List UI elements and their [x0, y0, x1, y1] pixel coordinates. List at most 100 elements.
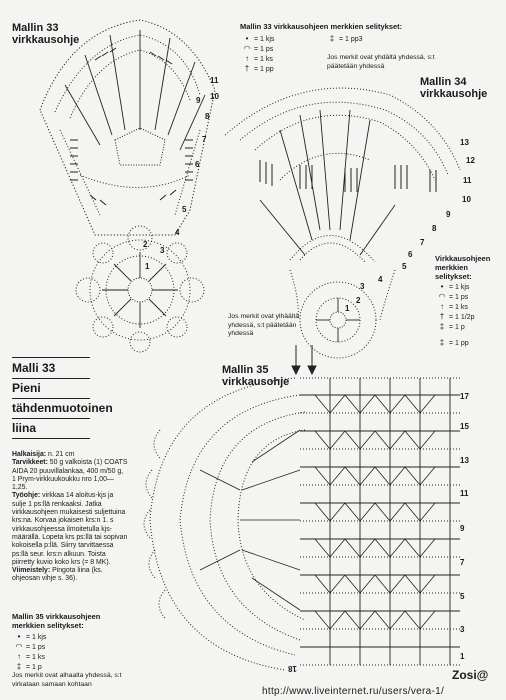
mallin34-title: Mallin 34	[420, 76, 467, 88]
legend34-item: ◠= 1 ps	[435, 292, 475, 302]
slip-stitch-icon: ◠	[438, 292, 446, 301]
pattern-title-line: liina	[12, 421, 37, 435]
legend33-item: ◠= 1 ps	[240, 44, 274, 54]
mallin35-title: Mallin 35	[222, 364, 269, 376]
legend35-note: Jos merkit ovat alhaalta yhdessä, s:t vi…	[12, 672, 122, 688]
single-crochet-icon: ↑	[17, 652, 21, 661]
row-number-33-3: 3	[160, 246, 165, 255]
divider	[12, 357, 90, 358]
signature: Zosi@	[452, 668, 489, 682]
paragraph-label: Työohje:	[12, 492, 41, 500]
pattern-paragraph: Halkaisija: n. 21 cm	[12, 451, 128, 459]
row-number-35-17: 17	[460, 392, 469, 401]
row-number-35-18: 18	[288, 664, 297, 673]
row-number-33-1: 1	[145, 262, 150, 271]
legend35-item: ◠= 1 ps	[12, 642, 46, 652]
legend34-item: ↑= 1 ks	[435, 302, 475, 312]
legend34-title: Virkkausohjeen merkkien selitykset:	[435, 254, 491, 281]
chain-stitch-icon: •	[245, 34, 249, 43]
legend35-item: ↑= 1 ks	[12, 652, 46, 662]
row-number-35-3: 3	[460, 625, 465, 634]
row-number-33-8: 8	[205, 112, 210, 121]
row-number-34-13: 13	[460, 138, 469, 147]
row-number-34-7: 7	[420, 238, 425, 247]
row-number-34-8: 8	[432, 224, 437, 233]
mallin34-subtitle: virkkausohje	[420, 88, 488, 100]
legend33-list: •= 1 kjs ◠= 1 ps ↑= 1 ks †= 1 pp	[240, 34, 275, 74]
slip-stitch-icon: ◠	[15, 642, 23, 651]
row-number-34-4: 4	[378, 275, 383, 284]
row-number-34-10: 10	[462, 195, 471, 204]
legend34-item: ‡= 1 pp	[435, 338, 475, 348]
source-url-watermark[interactable]: http://www.liveinternet.ru/users/vera-1/	[262, 686, 445, 697]
row-number-33-2: 2	[143, 240, 148, 249]
single-crochet-icon: ↑	[440, 302, 444, 311]
pattern-instructions: Halkaisija: n. 21 cm Tarvikkeet: 50 g va…	[12, 451, 128, 584]
legend33-title: Mallin 33 virkkausohjeen merkkien selity…	[240, 22, 403, 31]
paragraph-label: Viimeistely:	[12, 567, 51, 575]
legend33-item: ↑= 1 ks	[240, 54, 274, 64]
paragraph-text: n. 21 cm	[46, 451, 75, 458]
row-number-35-15: 15	[460, 422, 469, 431]
paragraph-label: Tarvikkeet:	[12, 459, 48, 467]
row-number-33-10: 10	[210, 92, 219, 101]
mallin34-header: Mallin 34 virkkausohje	[420, 76, 487, 100]
mallin33-subtitle: virkkausohje	[12, 34, 80, 46]
legend34-list: •= 1 kjs ◠= 1 ps ↑= 1 ks †= 1 1/2p ‡= 1 …	[435, 282, 475, 348]
paragraph-text: Pingota liina (ks. ohjeosan vihje s. 36)…	[12, 567, 103, 583]
divider	[12, 378, 90, 379]
row-number-35-7: 7	[460, 558, 465, 567]
legend33-item: †= 1 pp	[240, 64, 274, 74]
mallin35-header: Mallin 35 virkkausohje	[222, 364, 289, 388]
row-number-34-12: 12	[466, 156, 475, 165]
divider	[12, 398, 90, 399]
legend34-item: †= 1 1/2p	[435, 312, 475, 322]
divider	[12, 418, 90, 419]
pattern-title-line: tähdenmuotoinen	[12, 401, 113, 415]
row-number-34-9: 9	[446, 210, 451, 219]
mallin35-subtitle: virkkausohje	[222, 376, 290, 388]
double-treble-icon: †	[244, 64, 250, 73]
row-number-35-9: 9	[460, 524, 465, 533]
paragraph-label: Halkaisija:	[12, 451, 47, 458]
row-number-33-6: 6	[195, 160, 200, 169]
row-number-35-5: 5	[460, 592, 465, 601]
single-crochet-icon: ↑	[245, 54, 249, 63]
legend35-list: •= 1 kjs ◠= 1 ps ↑= 1 ks ‡= 1 p	[12, 632, 47, 672]
combined-stitches-note: Jos merkit ovat ylhäältä yhdessä, s:t pä…	[228, 313, 300, 337]
row-number-34-5: 5	[402, 262, 407, 271]
mallin33-header: Mallin 33 virkkausohje	[12, 22, 79, 46]
row-number-35-13: 13	[460, 456, 469, 465]
legend35-item: ‡= 1 p	[12, 662, 46, 672]
row-number-33-4: 4	[175, 228, 180, 237]
legend34-item: •= 1 kjs	[435, 282, 475, 292]
row-number-34-3: 3	[360, 282, 365, 291]
row-number-34-1: 1	[345, 304, 350, 313]
row-number-33-5: 5	[182, 205, 187, 214]
pattern-paragraph: Työohje: virkkaa 14 aloitus-kjs ja sulje…	[12, 492, 128, 567]
row-number-34-2: 2	[356, 296, 361, 305]
triple-crochet-icon: ‡	[329, 34, 335, 43]
mallin33-title: Mallin 33	[12, 22, 59, 34]
legend34-item: ‡= 1 p	[435, 322, 475, 332]
row-number-33-9: 9	[196, 96, 201, 105]
legend33-note: Jos merkit ovat yhdältä yhdessä, s:t pää…	[327, 54, 435, 70]
pattern-title-block: Malli 33 Pieni tähdenmuotoinen liina	[12, 357, 113, 439]
pattern-title-line: Pieni	[12, 381, 41, 395]
row-number-35-1: 1	[460, 652, 465, 661]
treble-crochet-icon: ‡	[439, 338, 445, 347]
legend33-item: •= 1 kjs	[240, 34, 275, 44]
row-number-33-7: 7	[202, 135, 207, 144]
row-number-35-11: 11	[460, 489, 469, 498]
paragraph-text: 50 g valkoista (1) COATS AIDA 20 puuvill…	[12, 459, 128, 492]
row-number-34-6: 6	[408, 250, 413, 259]
pattern-title-line: Malli 33	[12, 361, 56, 375]
chain-stitch-icon: •	[440, 282, 444, 291]
legend35-title: Mallin 35 virkkausohjeen merkkien selity…	[12, 612, 101, 630]
legend35-item: •= 1 kjs	[12, 632, 47, 642]
row-number-33-11: 11	[210, 76, 219, 85]
divider	[12, 438, 90, 439]
